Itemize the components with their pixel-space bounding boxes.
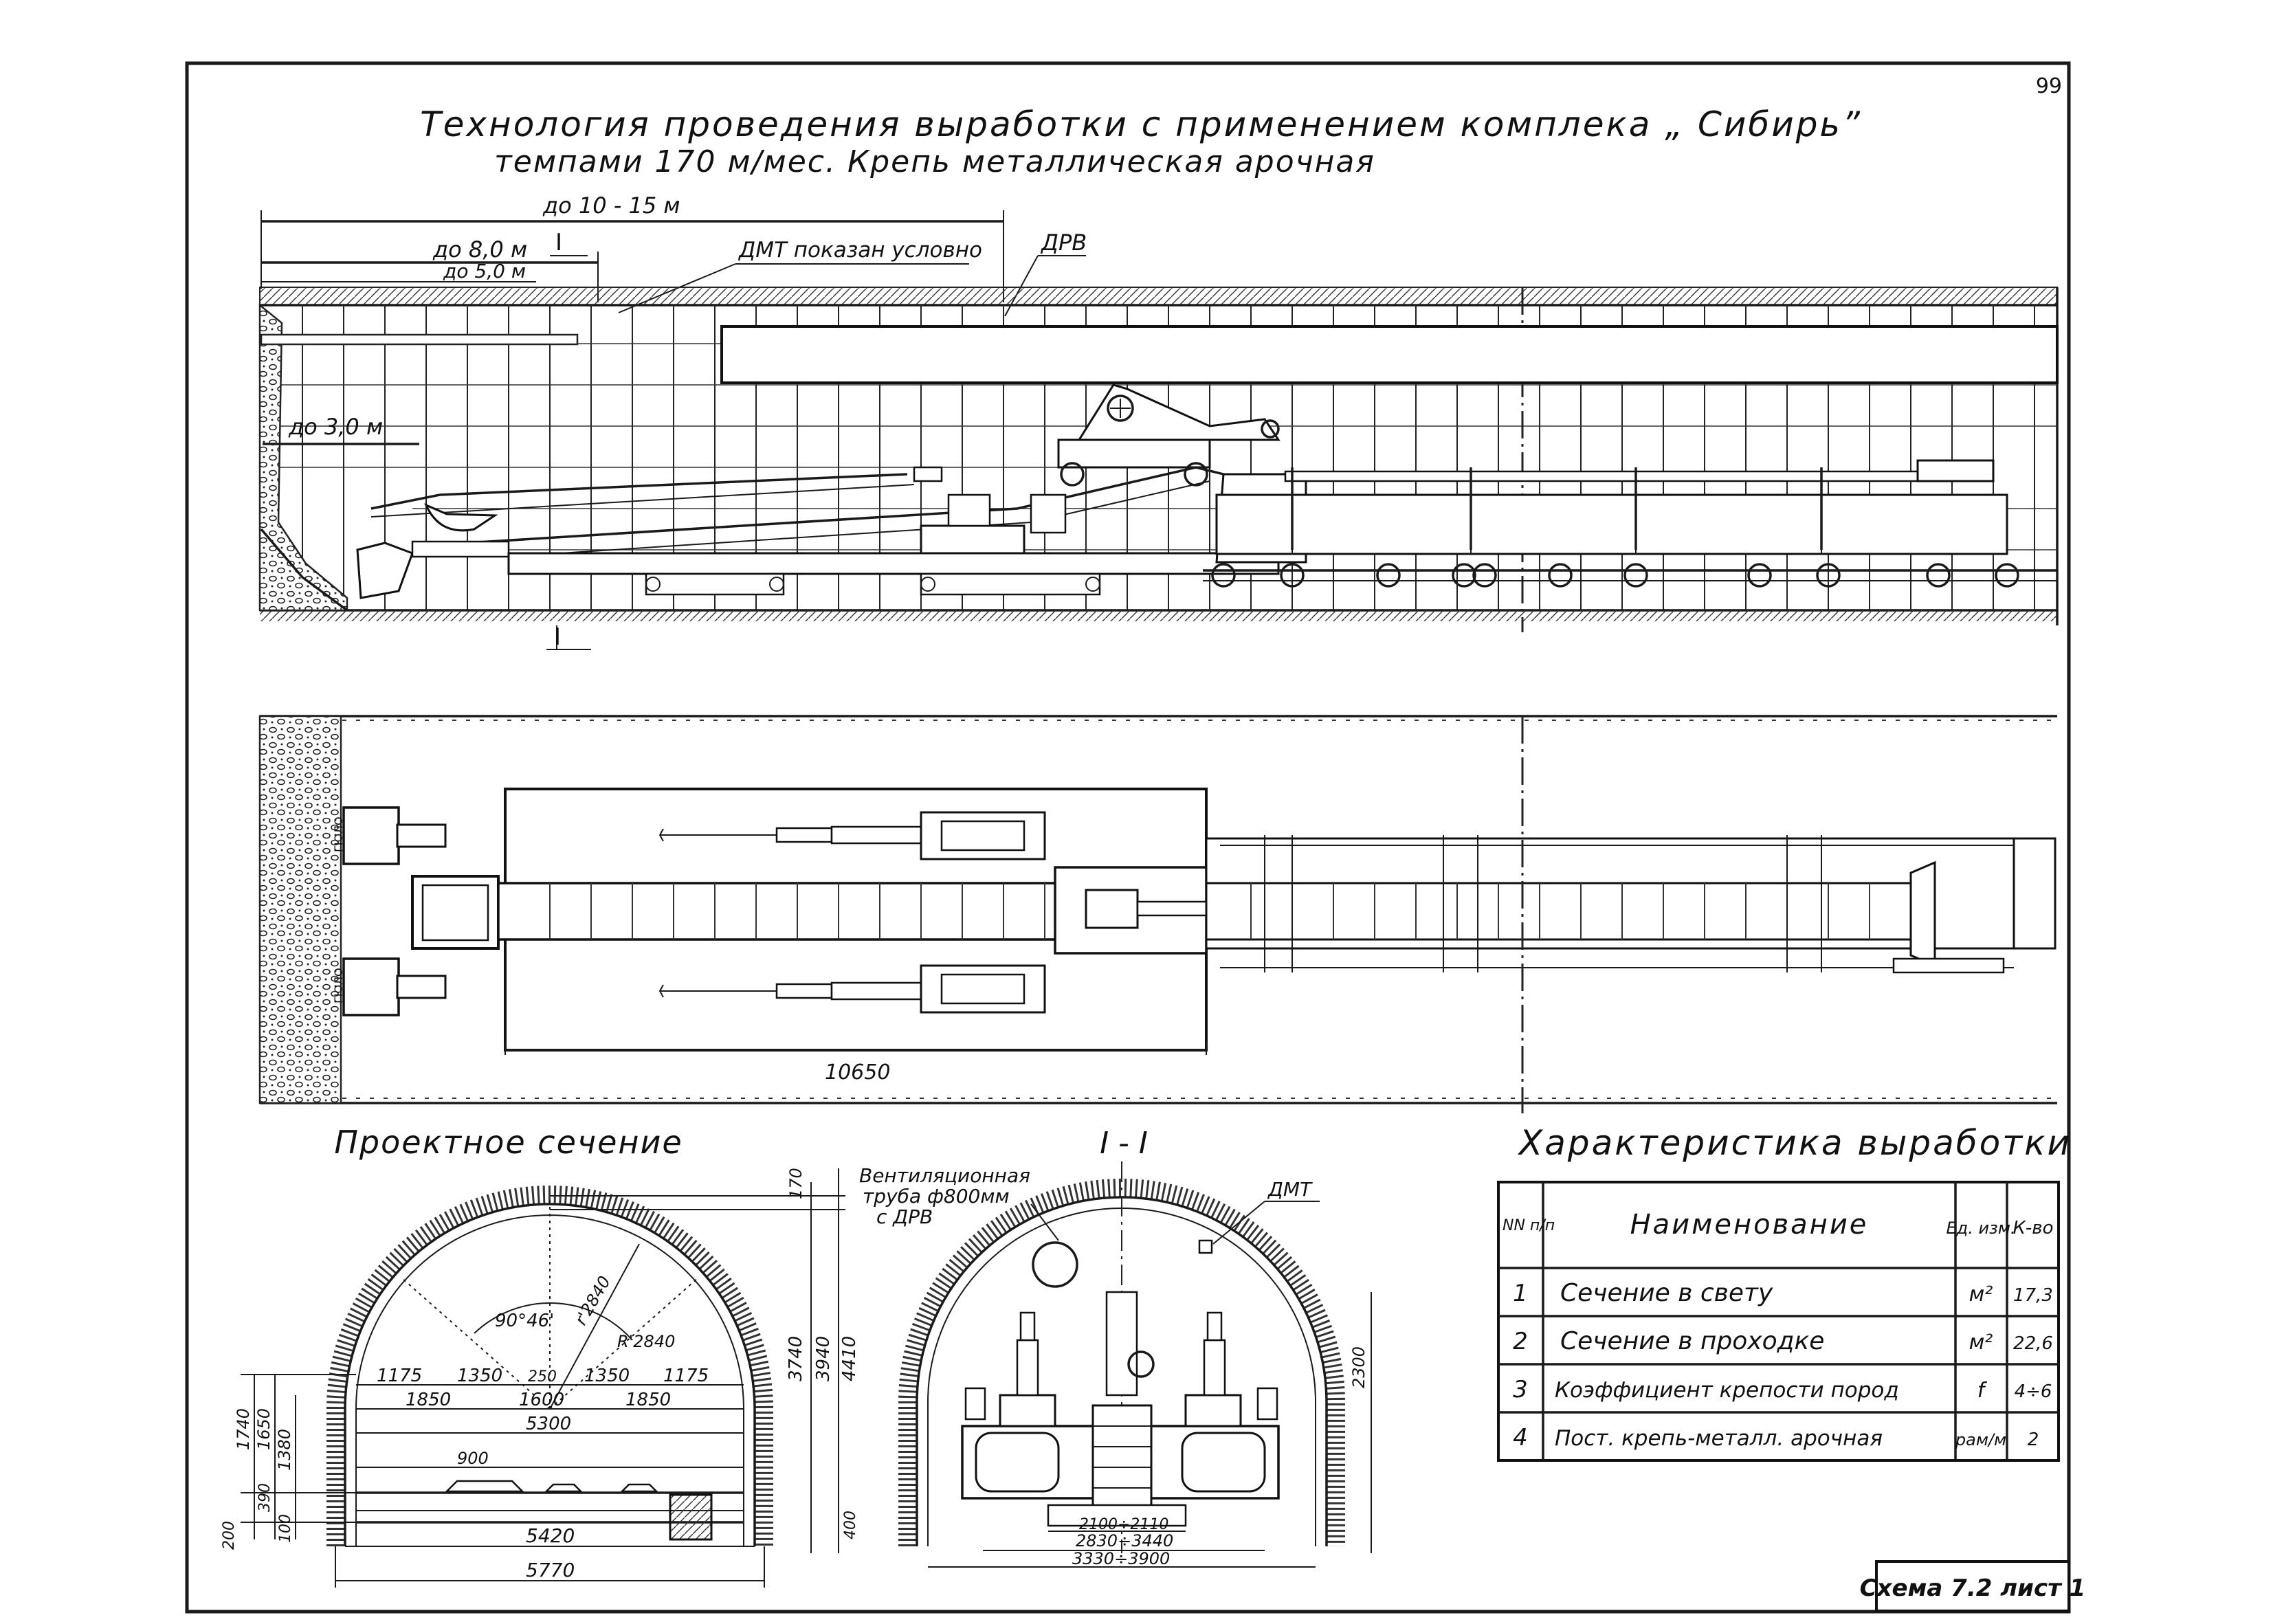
drawing-title-line2: темпами 170 м/мес. Крепь металлическая а…: [494, 144, 1375, 179]
dim-5300: 5300: [526, 1414, 571, 1434]
conveyor-train-side: [1203, 459, 2057, 588]
dim-10650: 10650: [825, 1060, 890, 1084]
dim-100: 100: [277, 1514, 294, 1543]
sheet-stamp-box: [1875, 1560, 2070, 1612]
row4-value: 2: [2028, 1430, 2039, 1450]
page-number: 99: [2036, 74, 2062, 98]
sheet-stamp: Схема 7.2 лист 1: [1860, 1575, 2086, 1602]
dim-1850-a: 1850: [406, 1390, 451, 1410]
row2-unit: м²: [1969, 1331, 1993, 1355]
dim-1175-a: 1175: [377, 1366, 422, 1386]
dim-1740: 1740: [234, 1408, 253, 1450]
dim-up-to-10-15: до 10 - 15 м: [542, 192, 680, 219]
section-machine: [961, 1291, 1280, 1527]
dim-250: 250: [528, 1368, 557, 1386]
row3-value: 4÷6: [2015, 1381, 2052, 1402]
col-header-name: Наименование: [1630, 1209, 1869, 1241]
vent-label-1: Вентиляционная: [859, 1164, 1030, 1187]
dim-1600: 1600: [519, 1390, 564, 1410]
ventilation-pipe: [1032, 1241, 1078, 1288]
row2-name: Сечение в проходке: [1560, 1327, 1824, 1355]
row2-value: 22,6: [2013, 1333, 2053, 1354]
col-header-num: NN п/п: [1503, 1217, 1555, 1234]
row1-num: 1: [1513, 1280, 1528, 1307]
characteristics-title: Характеристика выработки: [1517, 1123, 2072, 1163]
main-machine-side: [507, 493, 1280, 596]
dim-4410: 4410: [839, 1336, 860, 1381]
row3-name: Коэффициент крепости пород: [1555, 1378, 1899, 1403]
section-mark-bottom: I: [554, 623, 561, 651]
row4-unit: рам/м: [1955, 1430, 2006, 1449]
dim-1380: 1380: [275, 1429, 294, 1471]
radius-label-b: R'2840: [617, 1332, 675, 1351]
plan-cutters: ГЮЛО ГЮЛО: [332, 806, 500, 1016]
dim-900: 900: [457, 1449, 489, 1468]
dim-1650: 1650: [254, 1408, 274, 1450]
dim-170: 170: [786, 1168, 806, 1199]
col-header-value: К-во: [2013, 1218, 2053, 1238]
vent-label-2: труба ф800мм: [863, 1185, 1010, 1208]
row1-name: Сечение в свету: [1560, 1279, 1773, 1307]
dmt-note: ДМТ показан условно: [738, 238, 982, 263]
dim-2100: 2100÷2110: [1079, 1516, 1168, 1533]
dim-1175-b: 1175: [663, 1366, 709, 1386]
dim-1350-b: 1350: [584, 1366, 630, 1386]
row1-value: 17,3: [2013, 1285, 2053, 1306]
drv-label: ДРВ: [1040, 230, 1087, 256]
dim-400: 400: [842, 1511, 859, 1539]
dim-5770: 5770: [526, 1559, 575, 1581]
section-1-1-title: I - I: [1100, 1126, 1148, 1161]
row3-num: 3: [1513, 1376, 1528, 1403]
col-header-unit: Ед. изм.: [1946, 1219, 2015, 1238]
dim-1850-b: 1850: [625, 1390, 671, 1410]
row4-num: 4: [1513, 1424, 1528, 1451]
characteristics-table: [1497, 1181, 2060, 1462]
drill-rig: [1057, 383, 1280, 487]
ventilation-duct-side: [720, 325, 2059, 384]
dim-2830: 2830÷3440: [1076, 1531, 1173, 1550]
dim-390: 390: [256, 1483, 274, 1512]
row2-num: 2: [1513, 1328, 1528, 1355]
row4-name: Пост. крепь-металл. арочная: [1555, 1426, 1883, 1451]
dim-5420: 5420: [526, 1524, 575, 1547]
angle-label: 90°46': [495, 1311, 554, 1331]
section-arch-outer: [898, 1179, 1345, 1546]
dim-up-to-5: до 5,0 м: [443, 260, 526, 282]
dmt-label: ДМТ: [1267, 1178, 1313, 1201]
plan-face-rock: [258, 715, 342, 1104]
row1-unit: м²: [1969, 1282, 1993, 1306]
cutter-label-top: ГЮЛО: [332, 816, 345, 852]
dim-up-to-8: до 8,0 м: [432, 236, 527, 263]
face-rock-pile: [258, 303, 348, 612]
design-arch-outer: [326, 1186, 773, 1546]
plan-view: ГЮЛО ГЮЛО: [258, 715, 2057, 1113]
side-view: до 10 - 15 м до 8,0 м I до 5,0 м ДМТ пок…: [258, 192, 2059, 651]
dim-2300: 2300: [1349, 1346, 1368, 1388]
dim-3330: 3330÷3900: [1072, 1549, 1170, 1568]
characteristics-block: Характеристика выработки NN п/п Наименов…: [1497, 1123, 2072, 1462]
cutter-head-lower: [356, 542, 414, 599]
design-section-title: Проектное сечение: [334, 1124, 683, 1161]
dim-3740: 3740: [786, 1336, 806, 1381]
cutter-label-bottom: ГЮЛО: [332, 968, 345, 1003]
drawing-title-line1: Технология проведения выработки с примен…: [420, 104, 1862, 144]
dim-3940: 3940: [813, 1336, 834, 1381]
dim-up-to-3: до 3,0 м: [288, 414, 383, 440]
design-section: Проектное сечение 90°46' r'2840 R'2840 1…: [221, 1124, 860, 1588]
dim-1350-a: 1350: [457, 1366, 502, 1386]
sheet-frame: [185, 61, 2071, 1614]
plan-drill-units: [658, 811, 1046, 1014]
dim-200: 200: [221, 1521, 238, 1550]
vent-label-3: с ДРВ: [876, 1205, 933, 1228]
cutter-head-upper: [424, 503, 498, 532]
plan-conveyor: [1205, 835, 2056, 974]
section-1-1: I - I Вентиляционная труба ф800мм с ДРВ …: [859, 1126, 1372, 1568]
section-mark-top: I: [555, 229, 562, 256]
